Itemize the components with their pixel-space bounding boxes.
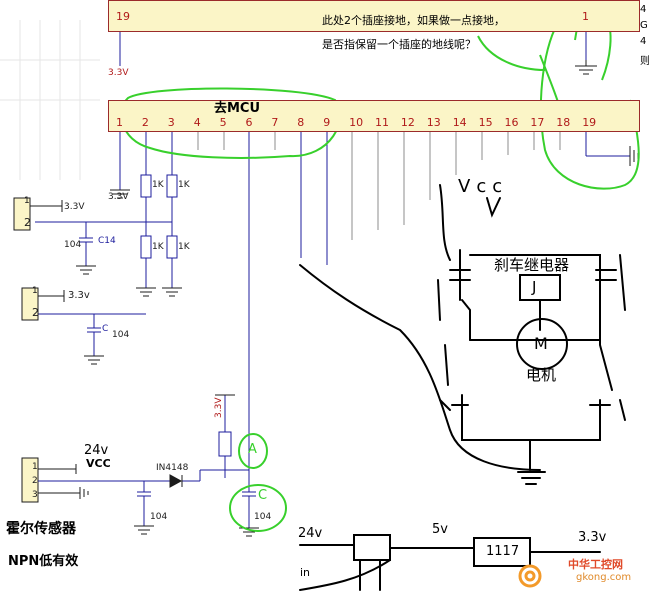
mcu-pin-7: 7 xyxy=(271,116,279,129)
in-label: in xyxy=(300,566,311,579)
c2-value: 104 xyxy=(112,330,130,340)
edge-letter-3: 4 xyxy=(640,36,647,47)
edge-letter-4: 则 xyxy=(640,56,649,67)
mcu-pin-13: 13 xyxy=(426,116,441,129)
vcc-text: VCC xyxy=(86,457,111,470)
conn1-supply: 3.3V xyxy=(64,202,85,212)
mcu-pin-1: 1 xyxy=(116,116,123,129)
hall-pin3: 3 xyxy=(32,490,38,500)
mcu-pin-8: 8 xyxy=(297,116,305,129)
mcu-pin-4: 4 xyxy=(193,116,201,129)
watermark-url: gkong.com xyxy=(576,572,632,583)
conn2-pin1: 1 xyxy=(32,286,38,296)
mcu-title: 去MCU xyxy=(214,101,261,116)
hall-pin2: 2 xyxy=(32,476,38,486)
mcu-pin-14: 14 xyxy=(452,116,467,129)
top-connector-header xyxy=(108,0,640,32)
c14-name: C14 xyxy=(98,236,116,246)
resistor-1-label: 1K xyxy=(152,180,164,190)
mcu-pin-6: 6 xyxy=(245,116,253,129)
mcu-pin-5: 5 xyxy=(219,116,227,129)
conn2-supply: 3.3v xyxy=(68,290,90,301)
vcc-24v-label: 24v xyxy=(84,443,109,458)
sketch-motor-symbol: M xyxy=(534,334,548,353)
mcu-pin-19: 19 xyxy=(582,116,597,129)
edge-letter-2: G xyxy=(640,20,648,31)
sketch-relay-label: 刹车继电器 xyxy=(494,256,570,274)
conn2-pin2: 2 xyxy=(32,306,39,319)
resistor-2-label: 1K xyxy=(178,180,190,190)
conn1-pin1: 1 xyxy=(24,196,30,206)
sketch-vcc: Vcc xyxy=(458,176,509,197)
mcu-pin-2: 2 xyxy=(141,116,149,129)
conn1-pin2: 2 xyxy=(24,216,31,229)
hall-supply-label: 3.3V xyxy=(214,397,224,418)
marker-c: C xyxy=(258,488,268,503)
hall-pin1: 1 xyxy=(32,462,38,472)
mcu-pin-9: 9 xyxy=(323,116,331,129)
npn-label: NPN低有效 xyxy=(8,554,79,569)
reg-out-label: 3.3v xyxy=(578,530,607,545)
hall-sensor-label: 霍尔传感器 xyxy=(6,521,76,537)
reg-chip-label: 1117 xyxy=(486,544,520,559)
top-supply-label: 3.3V xyxy=(108,68,129,78)
resistor-3-label: 1K xyxy=(152,242,164,252)
edge-letter-1: 4 xyxy=(640,4,647,15)
mcu-pin-10: 10 xyxy=(349,116,364,129)
diode-label: IN4148 xyxy=(156,463,189,473)
sketch-relay-symbol: J xyxy=(532,278,537,296)
mcu-pin-3: 3 xyxy=(167,116,175,129)
mcu-pin-15: 15 xyxy=(478,116,493,129)
c2-name: C xyxy=(102,324,109,334)
mcu-supply-label: 3.3V xyxy=(108,192,129,202)
mcu-pin-12: 12 xyxy=(400,116,415,129)
sketch-motor-label: 电机 xyxy=(526,366,557,384)
c14-value: 104 xyxy=(64,240,82,250)
marker-a: A xyxy=(248,442,257,457)
hall-cap2-value: 104 xyxy=(254,512,272,522)
question-line-1: 此处2个插座接地，如果做一点接地， xyxy=(322,14,505,27)
question-line-2: 是否指保留一个插座的地线呢？ xyxy=(322,38,476,51)
mcu-pin-16: 16 xyxy=(504,116,519,129)
mcu-connector-header xyxy=(108,100,640,132)
reg-mid-label: 5v xyxy=(432,522,448,537)
mcu-pin-17: 17 xyxy=(530,116,545,129)
resistor-4-label: 1K xyxy=(178,242,190,252)
top-pin-right: 1 xyxy=(582,10,589,23)
watermark-cn: 中华工控网 xyxy=(568,558,623,571)
hall-cap1-value: 104 xyxy=(150,512,168,522)
top-pin-left: 19 xyxy=(116,10,130,23)
mcu-pin-11: 11 xyxy=(375,116,389,129)
reg-in-label: 24v xyxy=(298,526,323,541)
mcu-pin-18: 18 xyxy=(556,116,571,129)
